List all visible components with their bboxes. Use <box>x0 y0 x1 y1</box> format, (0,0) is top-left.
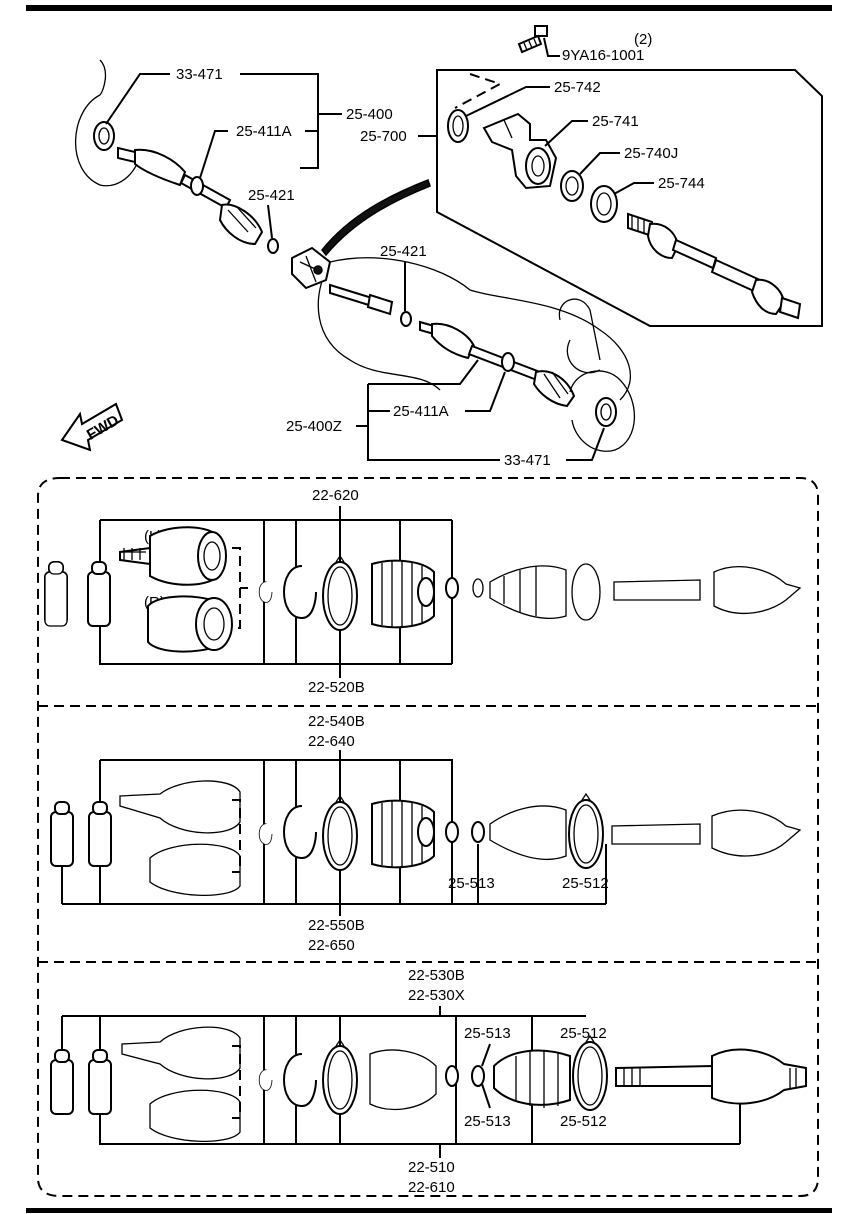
bearing-25-744 <box>590 185 618 223</box>
label-22-540b: 22-540B <box>308 713 365 730</box>
label-25-421-mid: 25-421 <box>380 243 427 260</box>
label-22-530b: 22-530B <box>408 967 465 984</box>
label-22-520b: 22-520B <box>308 679 365 696</box>
left-circlip <box>267 238 279 254</box>
label-25-512-s3-top: 25-512 <box>560 1025 607 1042</box>
label-25-513-s2: 25-513 <box>448 875 495 892</box>
bottom-rule <box>26 1208 832 1213</box>
label-25-400: 25-400 <box>346 106 393 123</box>
label-22-620: 22-620 <box>312 487 359 504</box>
variant-section-3: 22-530B 22-530X 25-513 25-512 25-513 25-… <box>50 967 807 1196</box>
label-25-512-s3-bot: 25-512 <box>560 1113 607 1130</box>
right-drive-shaft <box>419 320 576 408</box>
intermediate-shaft <box>627 212 802 320</box>
dust-seal-25-742 <box>447 109 469 143</box>
left-drive-shaft <box>117 146 264 246</box>
label-33-471-top: 33-471 <box>176 66 223 83</box>
label-22-530x: 22-530X <box>408 987 465 1004</box>
leader-33-471-top <box>105 73 319 169</box>
transmission-outline <box>317 257 631 401</box>
label-9ya16-qty: (2) <box>634 31 652 48</box>
label-22-550b: 22-550B <box>308 917 365 934</box>
label-25-400z: 25-400Z <box>286 418 342 435</box>
top-rule <box>26 5 832 11</box>
right-hub-outline <box>569 370 636 452</box>
label-9ya16: 9YA16-1001 <box>562 47 644 64</box>
variant-section-1: 22-620 22-520B (L) (R) <box>44 487 802 696</box>
variant-section-2: 22-540B 22-640 22-550B 22-650 25-513 25-… <box>50 713 802 954</box>
label-25-411a-top: 25-411A <box>236 123 292 140</box>
label-22-610: 22-610 <box>408 1179 455 1196</box>
snap-ring-25-740j <box>560 170 584 202</box>
left-oil-seal <box>93 121 115 151</box>
left-hub-outline <box>74 59 141 187</box>
label-25-744: 25-744 <box>658 175 705 192</box>
label-22-640: 22-640 <box>308 733 355 750</box>
label-22-650: 22-650 <box>308 937 355 954</box>
label-33-471-bot: 33-471 <box>504 452 551 469</box>
center-joint <box>291 246 332 290</box>
label-25-742: 25-742 <box>554 79 601 96</box>
label-25-512-s2: 25-512 <box>562 875 609 892</box>
label-25-700: 25-700 <box>360 128 407 145</box>
mid-circlip <box>400 311 412 327</box>
leader-25-411a-top <box>199 130 318 179</box>
outer-shaft-s3 <box>615 1048 807 1105</box>
dashed-bolt-line <box>454 73 503 109</box>
label-25-411a-bot: 25-411A <box>393 403 449 420</box>
fwd-arrow: FWD <box>60 402 124 452</box>
label-25-740j: 25-740J <box>624 145 678 162</box>
bolt-9ya16 <box>517 25 548 54</box>
label-25-741: 25-741 <box>592 113 639 130</box>
arrow-arc <box>321 179 431 257</box>
detail-box-25-700 <box>436 69 823 327</box>
label-25-513-s3-top: 25-513 <box>464 1025 511 1042</box>
variants-frame <box>37 477 819 1197</box>
label-22-510: 22-510 <box>408 1159 455 1176</box>
label-25-421-left: 25-421 <box>248 187 295 204</box>
label-25-513-s3-bot: 25-513 <box>464 1113 511 1130</box>
bracket-25-741 <box>482 112 558 190</box>
right-oil-seal <box>595 397 617 427</box>
